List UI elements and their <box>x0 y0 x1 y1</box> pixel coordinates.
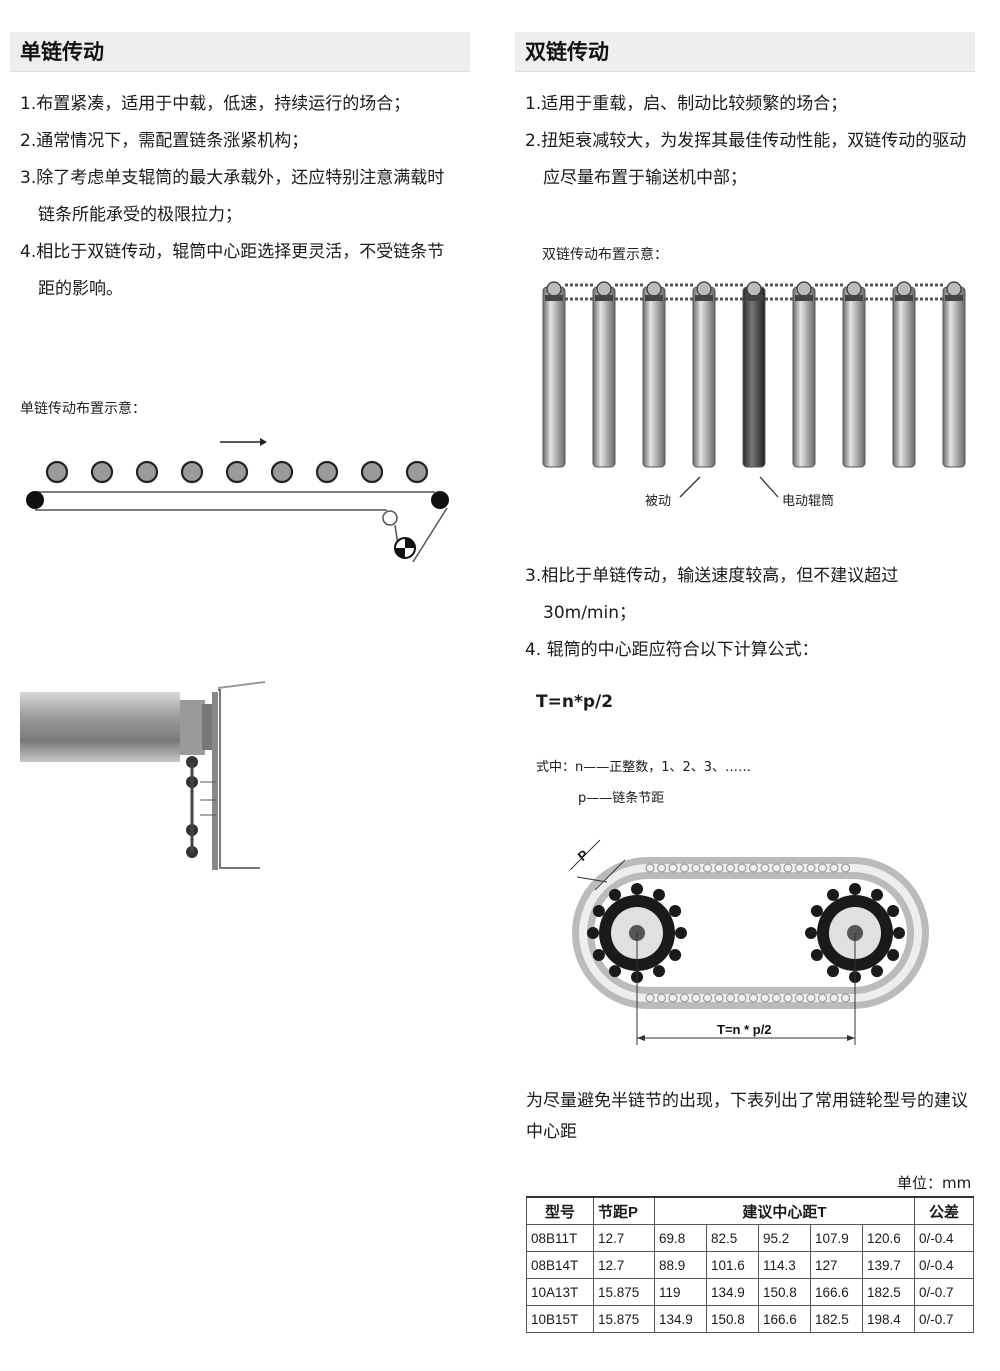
double-chain-layout-diagram <box>542 281 966 498</box>
list-item: 4. 辊筒的中心距应符合以下计算公式： <box>525 640 819 660</box>
direction-arrow-icon <box>220 438 267 446</box>
roller <box>792 281 816 468</box>
table-row: 10B15T 15.875 134.9 150.8 166.6 182.5 19… <box>526 1305 974 1333</box>
cell: 198.4 <box>862 1305 915 1333</box>
list-item: 1.布置紧凑，适用于中载，低速，持续运行的场合； <box>20 94 411 114</box>
drive-motor-icon <box>394 537 416 559</box>
cell: 15.875 <box>593 1305 655 1333</box>
end-sprocket-left <box>26 491 44 509</box>
cell: 0/-0.7 <box>914 1278 974 1306</box>
cell: 10B15T <box>526 1305 594 1333</box>
cell: 0/-0.4 <box>914 1224 974 1252</box>
cell: 101.6 <box>706 1251 759 1279</box>
double-chain-features-continued: 3.相比于单链传动，输送速度较高，但不建议超过30m/min； 4. 辊筒的中心… <box>515 558 977 669</box>
roller-sprocket-photo <box>20 681 266 870</box>
cell: 12.7 <box>593 1224 655 1252</box>
single-chain-section: 单链传动 1.布置紧凑，适用于中载，低速，持续运行的场合； 2.通常情况下，需配… <box>10 32 470 308</box>
cell: 114.3 <box>758 1251 811 1279</box>
list-item: 2.通常情况下，需配置链条涨紧机构； <box>20 131 309 151</box>
cell: 134.9 <box>654 1305 707 1333</box>
section-title-double-chain: 双链传动 <box>515 32 975 72</box>
formula-note-n: 式中：n——正整数，1、2、3、…… <box>536 760 752 775</box>
double-chain-section: 双链传动 1.适用于重载，启、制动比较频繁的场合； 2.扭矩衰减较大，为发挥其最… <box>515 32 975 197</box>
cell: 150.8 <box>706 1305 759 1333</box>
cell: 127 <box>810 1251 863 1279</box>
col-center-distance: 建议中心距T <box>654 1196 915 1225</box>
cell: 0/-0.4 <box>914 1251 974 1279</box>
roller <box>225 460 249 484</box>
cell: 182.5 <box>810 1305 863 1333</box>
formula-note-p: p——链条节距 <box>578 791 665 806</box>
cell: 88.9 <box>654 1251 707 1279</box>
motor-roller <box>742 281 766 468</box>
cell: 139.7 <box>862 1251 915 1279</box>
roller <box>405 460 429 484</box>
single-chain-diagram-caption: 单链传动布置示意： <box>20 401 146 417</box>
list-item: 3.除了考虑单支辊筒的最大承载外，还应特别注意满载时链条所能承受的极限拉力； <box>20 168 445 225</box>
roller <box>270 460 294 484</box>
list-item: 4.相比于双链传动，辊筒中心距选择更灵活，不受链条节距的影响。 <box>20 242 445 299</box>
cell: 119 <box>654 1278 707 1306</box>
formula-text: T=n*p/2 <box>536 692 614 712</box>
cell: 107.9 <box>810 1224 863 1252</box>
center-distance-table: 型号 节距P 建议中心距T 公差 08B11T 12.7 69.8 82.5 9… <box>526 1196 974 1333</box>
idler-sprocket <box>382 510 398 526</box>
cell: 08B14T <box>526 1251 594 1279</box>
center-distance-label: T=n * p/2 <box>717 1022 772 1037</box>
cell: 69.8 <box>654 1224 707 1252</box>
col-pitch: 节距P <box>593 1196 655 1225</box>
roller <box>90 460 114 484</box>
list-item: 1.适用于重载，启、制动比较频繁的场合； <box>525 94 848 114</box>
end-sprocket-right <box>431 491 449 509</box>
roller <box>942 281 966 468</box>
cell: 15.875 <box>593 1278 655 1306</box>
roller <box>892 281 916 468</box>
pointer-motor <box>759 476 779 498</box>
table-header-row: 型号 节距P 建议中心距T 公差 <box>526 1196 974 1225</box>
list-item: 3.相比于单链传动，输送速度较高，但不建议超过30m/min； <box>525 566 899 623</box>
single-chain-features: 1.布置紧凑，适用于中载，低速，持续运行的场合； 2.通常情况下，需配置链条涨紧… <box>10 86 450 308</box>
roller <box>642 281 666 468</box>
cell: 166.6 <box>810 1278 863 1306</box>
roller <box>542 281 566 468</box>
double-chain-diagram-caption: 双链传动布置示意： <box>542 247 668 263</box>
roller <box>360 460 384 484</box>
roller <box>135 460 159 484</box>
cell: 82.5 <box>706 1224 759 1252</box>
label-motor-roller: 电动辊筒 <box>782 494 835 509</box>
cell: 12.7 <box>593 1251 655 1279</box>
cell: 0/-0.7 <box>914 1305 974 1333</box>
section-title-single-chain: 单链传动 <box>10 32 470 72</box>
cell: 10A13T <box>526 1278 594 1306</box>
roller <box>842 281 866 468</box>
roller <box>315 460 339 484</box>
col-tolerance: 公差 <box>914 1196 974 1225</box>
cell: 166.6 <box>758 1305 811 1333</box>
roller <box>692 281 716 468</box>
cell: 182.5 <box>862 1278 915 1306</box>
sprocket-chain-diagram: P T=n * p/2 <box>569 839 929 1045</box>
col-model: 型号 <box>526 1196 594 1225</box>
pointer-driven <box>679 476 701 498</box>
cell: 120.6 <box>862 1224 915 1252</box>
single-chain-layout-diagram <box>26 438 449 563</box>
cell: 134.9 <box>706 1278 759 1306</box>
roller <box>180 460 204 484</box>
roller <box>45 460 69 484</box>
roller <box>592 281 616 468</box>
table-row: 10A13T 15.875 119 134.9 150.8 166.6 182.… <box>526 1278 974 1306</box>
pitch-label: P <box>575 847 592 864</box>
double-chain-features: 1.适用于重载，启、制动比较频繁的场合； 2.扭矩衰减较大，为发挥其最佳传动性能… <box>515 86 967 197</box>
label-driven: 被动 <box>645 494 672 509</box>
unit-label: 单位：mm <box>897 1174 972 1192</box>
cell: 95.2 <box>758 1224 811 1252</box>
table-row: 08B14T 12.7 88.9 101.6 114.3 127 139.7 0… <box>526 1251 974 1279</box>
cell: 150.8 <box>758 1278 811 1306</box>
cell: 08B11T <box>526 1224 594 1252</box>
table-row: 08B11T 12.7 69.8 82.5 95.2 107.9 120.6 0… <box>526 1224 974 1252</box>
list-item: 2.扭矩衰减较大，为发挥其最佳传动性能，双链传动的驱动应尽量布置于输送机中部； <box>525 131 967 188</box>
table-intro: 为尽量避免半链节的出现，下表列出了常用链轮型号的建议中心距 <box>526 1091 968 1142</box>
